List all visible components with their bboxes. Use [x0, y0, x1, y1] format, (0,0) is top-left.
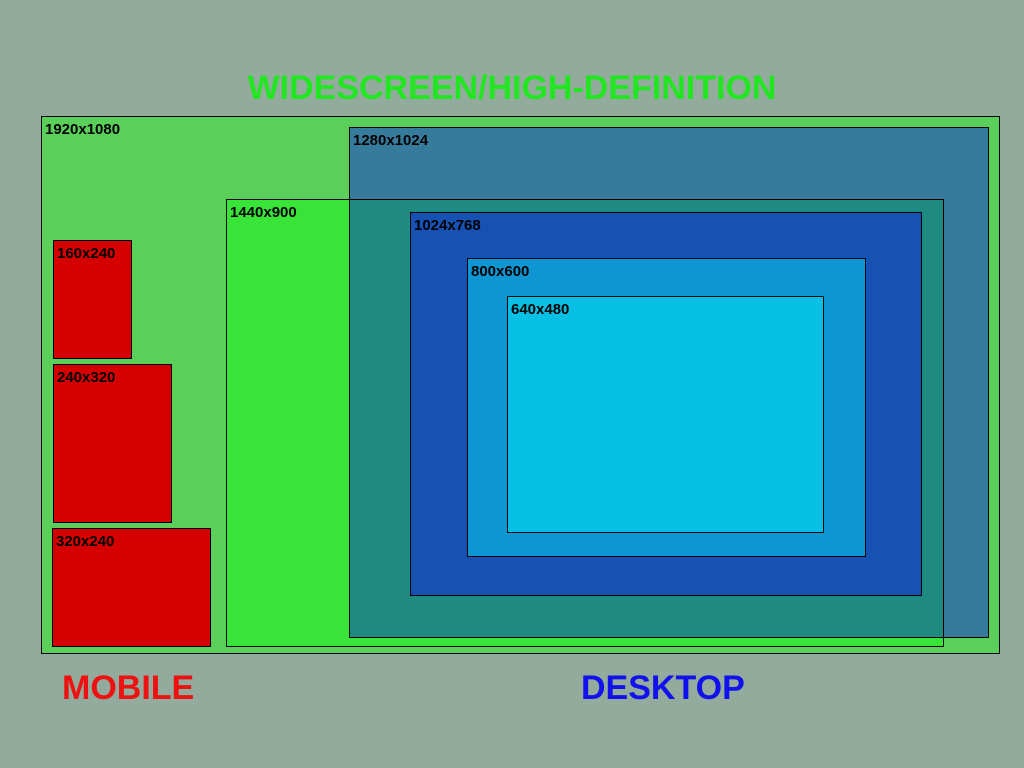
label-800x600: 800x600: [471, 263, 530, 280]
diagram-title: WIDESCREEN/HIGH-DEFINITION: [247, 69, 777, 107]
rect-240x320: 240x320: [53, 364, 172, 523]
label-320x240: 320x240: [56, 533, 115, 550]
rect-320x240: 320x240: [52, 528, 211, 647]
label-1440x900: 1440x900: [230, 204, 297, 221]
label-240x320: 240x320: [57, 369, 116, 386]
mobile-label: MOBILE: [62, 669, 195, 707]
label-1024x768: 1024x768: [414, 217, 481, 234]
label-1280x1024: 1280x1024: [353, 132, 429, 149]
label-640x480: 640x480: [511, 301, 570, 318]
desktop-label: DESKTOP: [581, 669, 745, 707]
label-1920x1080: 1920x1080: [45, 121, 121, 138]
rect-640x480: 640x480: [507, 296, 824, 533]
label-160x240: 160x240: [57, 245, 116, 262]
rect-160x240: 160x240: [53, 240, 132, 359]
